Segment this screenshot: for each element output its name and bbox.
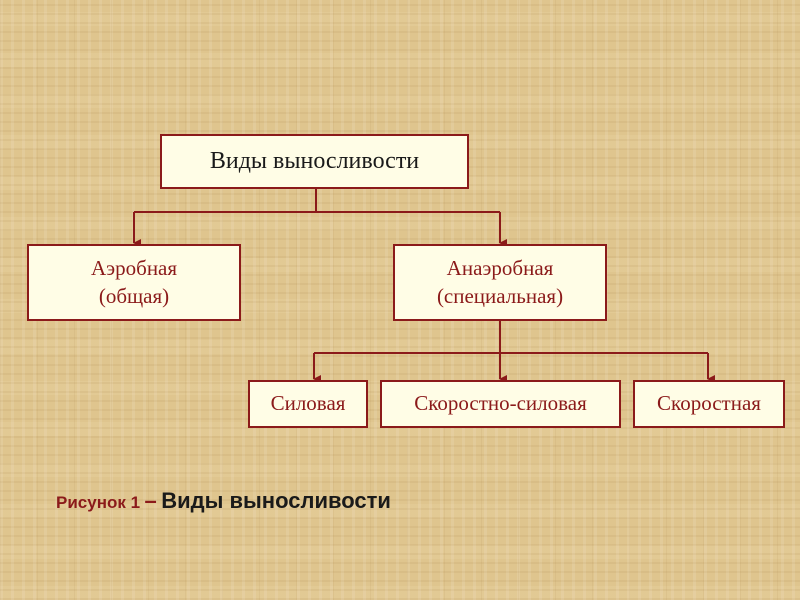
strength-node-box: Силовая [248,380,368,428]
root-node-box: Виды выносливости [160,134,469,189]
anaerobic-node-box: Анаэробная (специальная) [393,244,607,321]
speed-strength-node-box: Скоростно-силовая [380,380,621,428]
caption-title: Виды выносливости [161,488,391,513]
caption-prefix: Рисунок 1 [56,493,141,512]
caption-dash: – [144,488,157,513]
speed-node-box: Скоростная [633,380,785,428]
root-node-label: Виды выносливости [209,147,420,174]
figure-caption: Рисунок 1 – Виды выносливости [56,488,391,514]
anaerobic-node-title: Анаэробная [446,256,554,281]
speed-strength-node-label: Скоростно-силовая [414,391,587,416]
aerobic-node-title: Аэробная [90,256,178,281]
aerobic-node-box: Аэробная (общая) [27,244,241,321]
speed-node-label: Скоростная [657,391,761,416]
aerobic-node-subtitle: (общая) [98,283,170,308]
strength-node-label: Силовая [270,391,346,416]
anaerobic-node-subtitle: (специальная) [436,283,564,308]
